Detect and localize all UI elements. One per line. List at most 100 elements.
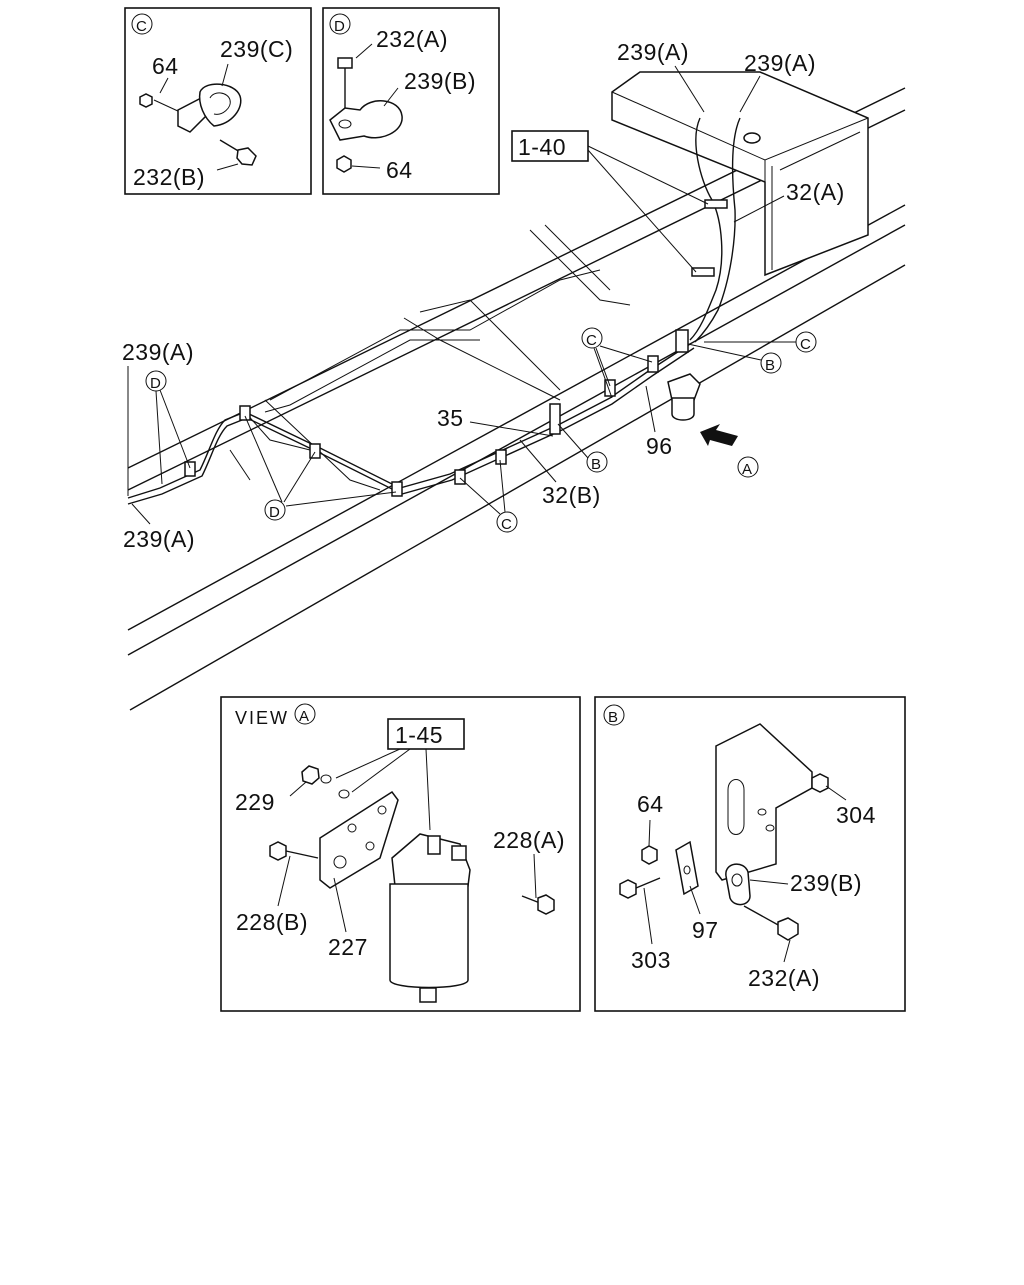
- bracket-hole: [365, 841, 375, 851]
- filter-head: [667, 373, 701, 401]
- label-239a-top2: 239(A): [744, 50, 816, 76]
- view-a-title: VIEW: [235, 708, 289, 728]
- clip-239c-loop: [198, 83, 242, 127]
- label-97: 97: [692, 917, 719, 943]
- leader: [351, 165, 381, 169]
- leader: [216, 163, 239, 171]
- label-229: 229: [235, 789, 275, 815]
- clip-239b-b: [725, 863, 751, 906]
- leader: [593, 347, 613, 399]
- label-228a: 228(A): [493, 827, 565, 853]
- cross-member-3b: [544, 224, 611, 291]
- filter-fitting: [427, 835, 441, 855]
- detail-d-frame: [322, 7, 500, 195]
- leader: [285, 491, 397, 507]
- detail-c: C 64 239(C) 232(B): [124, 7, 312, 195]
- detail-b-frame: [594, 696, 906, 1012]
- leader: [687, 343, 762, 361]
- clamp: [495, 449, 507, 465]
- view-a-callout: [294, 703, 316, 725]
- callout-b-mid: [586, 451, 608, 473]
- label-303: 303: [631, 947, 671, 973]
- label-96: 96: [646, 433, 673, 459]
- leader: [283, 451, 316, 503]
- washer: [320, 774, 332, 784]
- detail-c-frame: [124, 7, 312, 195]
- leader: [333, 877, 347, 933]
- leader: [595, 347, 611, 387]
- clamp: [604, 379, 616, 397]
- nut-64-c: [139, 93, 153, 108]
- label-232a-b: 232(A): [748, 965, 820, 991]
- callout-c-right-letter: C: [800, 336, 811, 353]
- leader: [425, 748, 431, 831]
- label-227: 227: [328, 934, 368, 960]
- leader: [469, 421, 554, 437]
- leader: [351, 748, 411, 793]
- leader: [587, 145, 709, 205]
- leader: [221, 63, 229, 87]
- frame-slot: [727, 779, 745, 835]
- bolt-232a-b-shank: [743, 905, 781, 927]
- clip-239c-inner: [209, 92, 231, 115]
- callout-a: [737, 456, 759, 478]
- rail-bottom-2: [127, 224, 906, 656]
- clamp-1-40: [691, 267, 715, 277]
- callout-d-bottom: [264, 499, 286, 521]
- detail-b-letter: B: [608, 709, 618, 726]
- bracket: [675, 329, 689, 353]
- leader: [131, 503, 151, 525]
- label-239c: 239(C): [220, 36, 293, 62]
- clamp: [184, 461, 196, 477]
- clamp: [454, 469, 466, 485]
- callout-d-bottom-letter: D: [269, 504, 280, 521]
- label-239a-top1: 239(A): [617, 39, 689, 65]
- frame-detail: [229, 449, 251, 481]
- ref-1-45: 1-45: [395, 722, 443, 748]
- bolt-232a-head: [337, 57, 353, 69]
- callout-c-bottom-letter: C: [501, 516, 512, 533]
- bracket-hole: [333, 855, 347, 869]
- leader: [587, 149, 697, 273]
- view-a: VIEW A 1-45 229 228(B) 227: [220, 696, 581, 1012]
- bolt-228a-shank: [521, 895, 541, 904]
- detail-d-letter: D: [334, 18, 345, 35]
- callout-b-right: [760, 352, 782, 374]
- fuel-lines: [127, 117, 741, 505]
- bolt-303-shank: [635, 877, 661, 889]
- clamp: [309, 443, 321, 459]
- tank-body: [611, 71, 869, 277]
- clamp: [647, 355, 659, 373]
- label-64-b: 64: [637, 791, 664, 817]
- leader: [499, 459, 506, 513]
- callout-c-top-letter: C: [586, 332, 597, 349]
- leader: [689, 885, 701, 915]
- label-239a-bottom: 239(A): [123, 526, 195, 552]
- label-32a: 32(A): [786, 179, 845, 205]
- leader: [277, 855, 291, 907]
- detail-b: B 304 64 97 239(B) 303 232(A): [594, 696, 906, 1012]
- tank-bracket: [771, 131, 861, 270]
- label-239a-left: 239(A): [122, 339, 194, 365]
- cross-member-4: [264, 399, 381, 491]
- leader: [289, 781, 307, 797]
- fuel-filter-view-a: [389, 833, 471, 1003]
- label-32b: 32(B): [542, 482, 601, 508]
- nut-304: [811, 773, 829, 793]
- nut-64-b: [641, 845, 658, 865]
- filter-fitting: [451, 845, 467, 861]
- frame-hole: [757, 808, 767, 816]
- leader: [825, 785, 847, 801]
- filter-bowl-a: [389, 883, 469, 989]
- bracket-hole: [347, 823, 357, 833]
- view-a-frame: [220, 696, 581, 1012]
- label-239b-b: 239(B): [790, 870, 862, 896]
- callout-b-right-letter: B: [765, 357, 775, 374]
- leader: [645, 385, 656, 433]
- detail-b-callout: [603, 704, 625, 726]
- cross-member-2b: [419, 299, 561, 391]
- bracket-hole: [377, 805, 387, 815]
- label-228b: 228(B): [236, 909, 308, 935]
- clamp-1-40: [704, 199, 728, 209]
